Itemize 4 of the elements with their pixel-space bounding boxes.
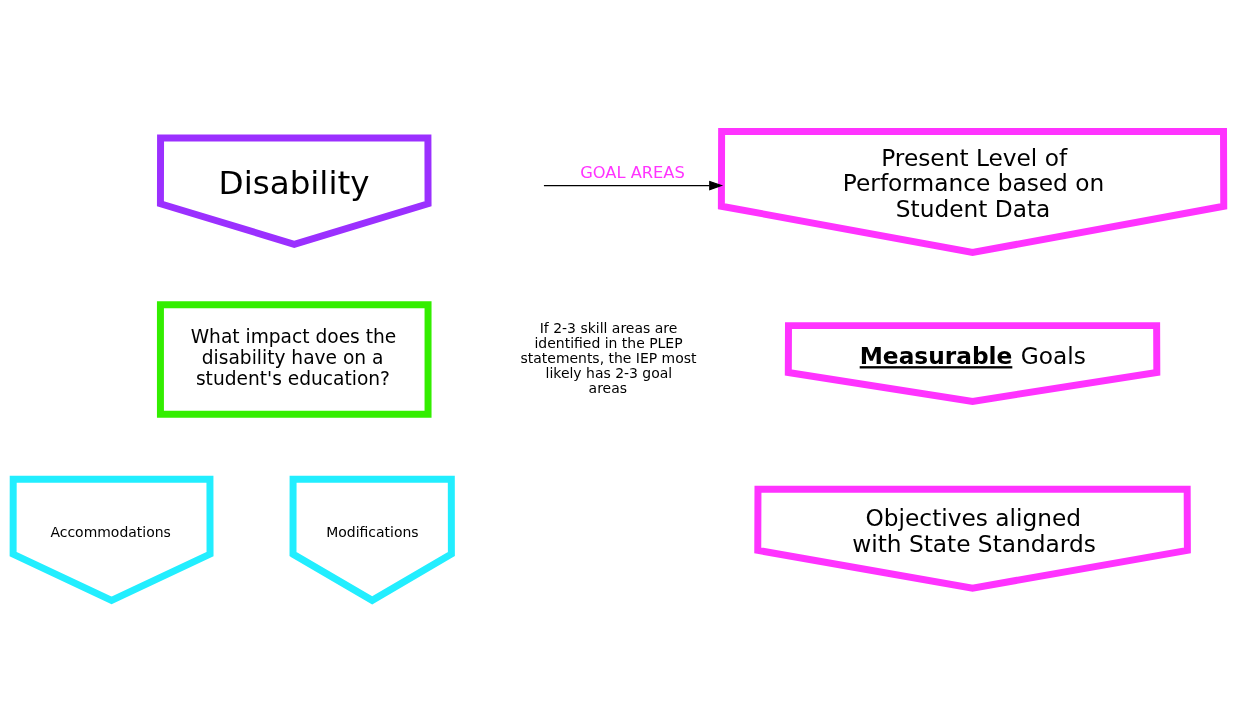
arrow bbox=[543, 180, 724, 190]
label: If 2-3 skill areas are identified in the PLEP statements, the IEP most likely has 2-3 goal areas bbox=[520, 319, 697, 396]
edge-label: GOAL AREAS bbox=[580, 162, 685, 182]
node-box: What impact does the disability have on a student's education? bbox=[156, 300, 432, 418]
